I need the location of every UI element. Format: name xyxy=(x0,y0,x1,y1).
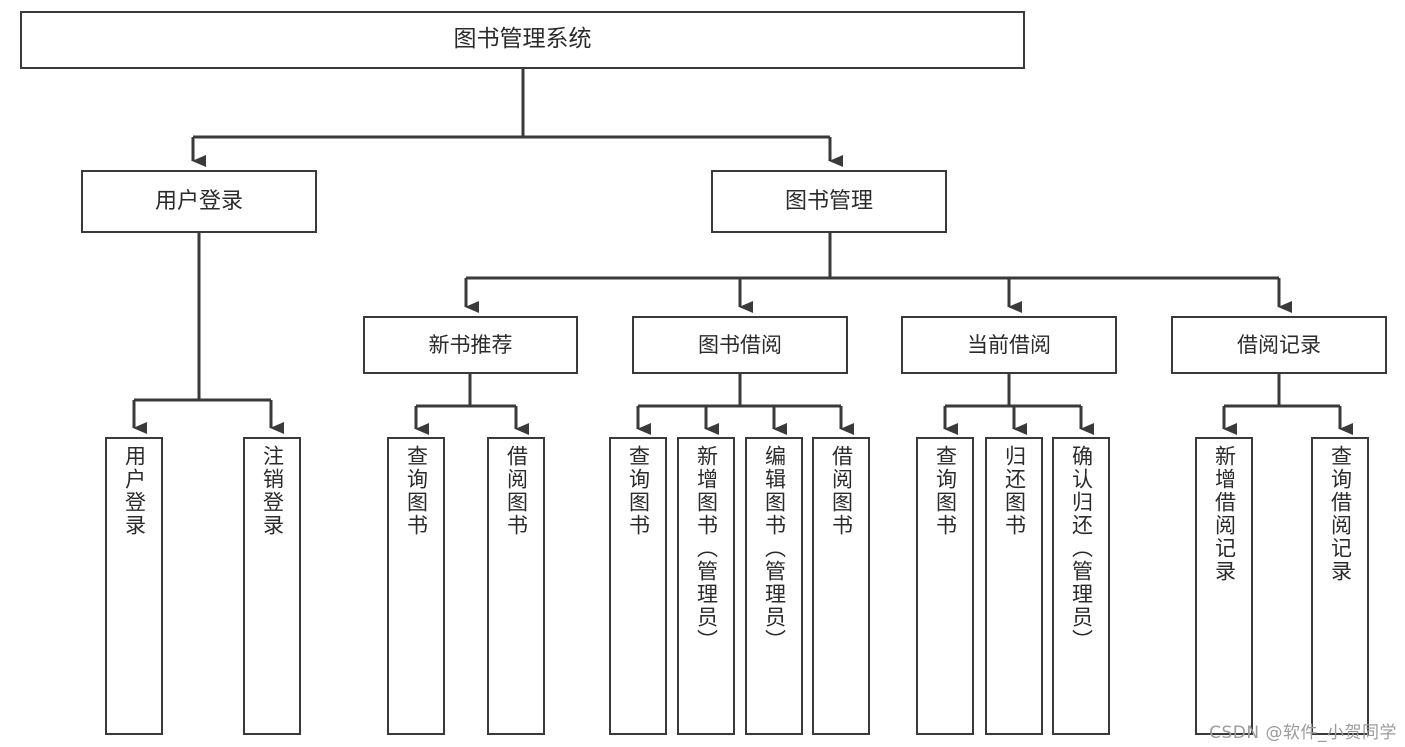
node-root-book-management-system[interactable]: 图书管理系统 xyxy=(20,11,1025,69)
node-label: 确认归还（管理员） xyxy=(1069,445,1094,652)
node-label: 当前借阅 xyxy=(967,332,1051,357)
node-label: 新增借阅记录 xyxy=(1212,445,1237,583)
node-label: 借阅记录 xyxy=(1237,332,1321,357)
leaf-query-book-recommend[interactable]: 查询图书 xyxy=(387,437,445,735)
node-current-borrow[interactable]: 当前借阅 xyxy=(901,316,1117,374)
node-label: 图书管理 xyxy=(784,188,873,214)
leaf-add-book[interactable]: 新增图书（管理员） xyxy=(677,437,735,735)
leaf-borrow-book[interactable]: 借阅图书 xyxy=(812,437,870,735)
node-new-book-recommend[interactable]: 新书推荐 xyxy=(363,316,578,374)
node-label: 注销登录 xyxy=(260,445,285,537)
node-label: 归还图书 xyxy=(1002,445,1027,537)
node-user-login[interactable]: 用户登录 xyxy=(81,170,317,233)
leaf-user-login[interactable]: 用户登录 xyxy=(105,437,163,735)
node-label: 新书推荐 xyxy=(428,332,513,357)
node-label: 借阅图书 xyxy=(829,445,854,537)
node-label: 新增图书（管理员） xyxy=(694,445,719,652)
leaf-user-logout[interactable]: 注销登录 xyxy=(243,437,301,735)
node-label: 编辑图书（管理员） xyxy=(762,445,787,652)
node-book-borrow[interactable]: 图书借阅 xyxy=(632,316,848,374)
node-label: 图书管理系统 xyxy=(453,26,592,53)
csdn-watermark: CSDN @软件_小贺同学 xyxy=(1209,723,1397,743)
node-label: 查询图书 xyxy=(933,445,958,537)
node-borrow-record[interactable]: 借阅记录 xyxy=(1171,316,1387,374)
node-label: 查询借阅记录 xyxy=(1328,445,1353,583)
node-label: 查询图书 xyxy=(626,445,651,537)
leaf-query-book-current[interactable]: 查询图书 xyxy=(916,437,974,735)
leaf-confirm-return[interactable]: 确认归还（管理员） xyxy=(1052,437,1110,735)
leaf-query-book-borrow[interactable]: 查询图书 xyxy=(609,437,667,735)
node-label: 用户登录 xyxy=(154,188,243,214)
leaf-borrow-book-recommend[interactable]: 借阅图书 xyxy=(487,437,545,735)
node-book-management[interactable]: 图书管理 xyxy=(711,170,947,233)
node-label: 查询图书 xyxy=(404,445,429,537)
node-label: 借阅图书 xyxy=(504,445,529,537)
leaf-return-book[interactable]: 归还图书 xyxy=(985,437,1043,735)
leaf-add-borrow-record[interactable]: 新增借阅记录 xyxy=(1195,437,1253,735)
leaf-query-borrow-record[interactable]: 查询借阅记录 xyxy=(1311,437,1369,735)
node-label: 用户登录 xyxy=(122,445,147,537)
node-label: 图书借阅 xyxy=(698,332,782,357)
leaf-edit-book[interactable]: 编辑图书（管理员） xyxy=(745,437,803,735)
